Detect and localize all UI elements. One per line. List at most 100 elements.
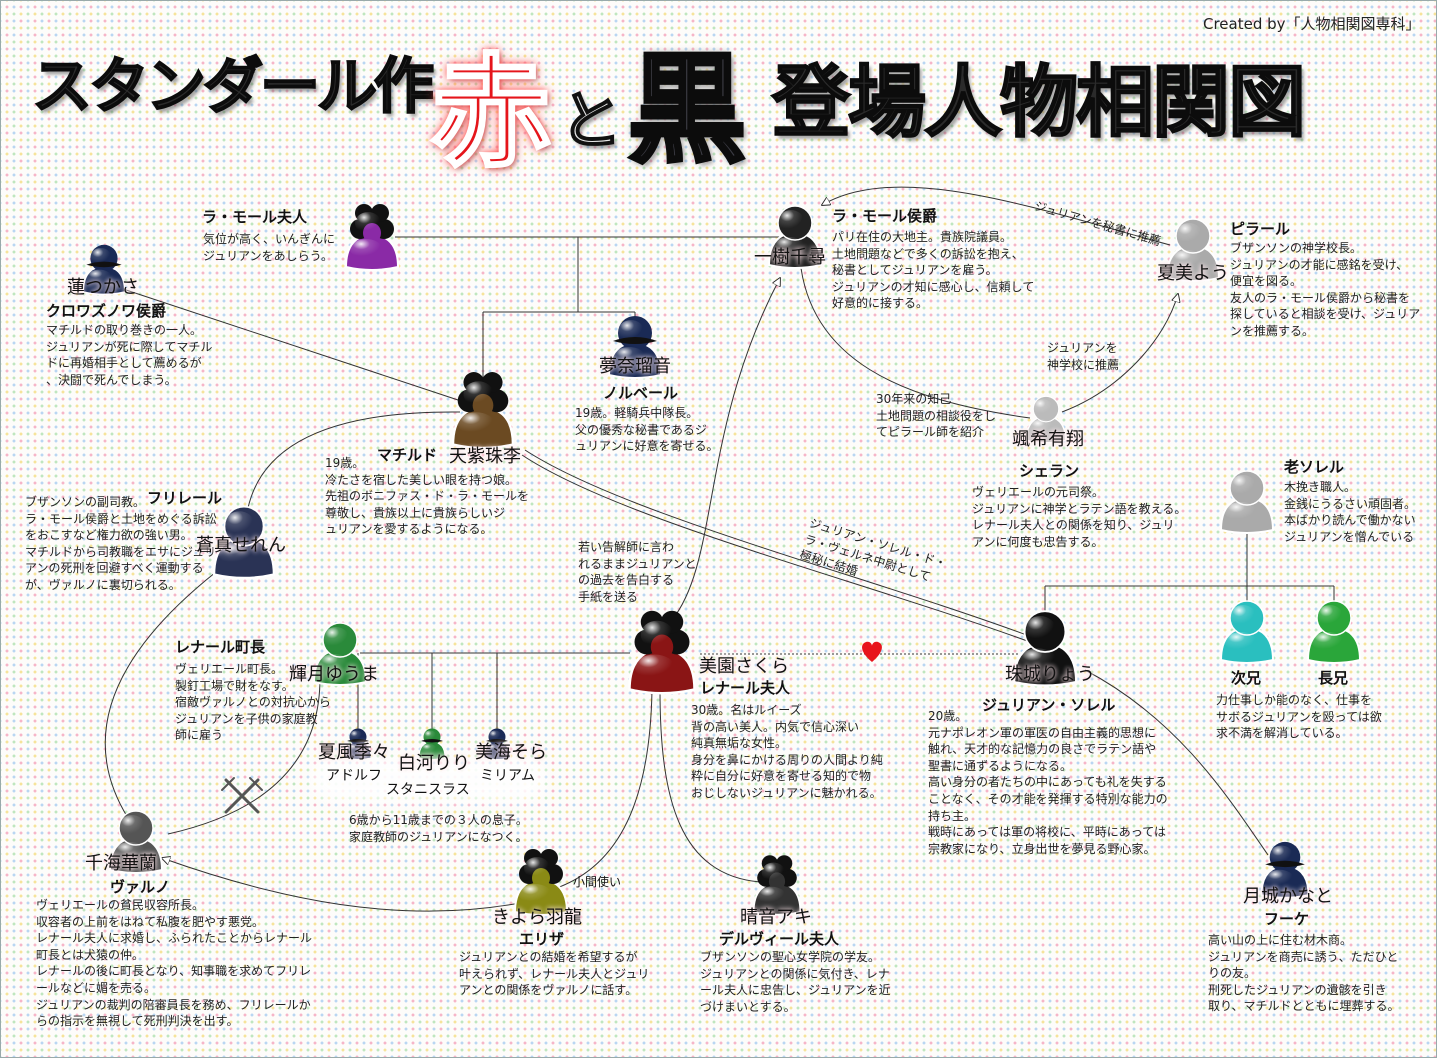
text-line: 戦時にあっては軍の将校に、平時にあっては	[928, 825, 1166, 840]
text-line: 粋に自分に好意を寄せる知的で物	[691, 769, 872, 784]
icon-lamole-fujin	[344, 204, 400, 271]
icon-norbert	[607, 316, 663, 379]
icon-sorel-pere	[1219, 470, 1275, 534]
cast-valenod: 千海華蘭	[85, 853, 157, 874]
cast-julien: 珠城りょう	[1005, 664, 1095, 685]
icon-renal	[312, 622, 368, 686]
link-lamole-children	[482, 237, 636, 378]
desc-norbert: 19歳。軽騎兵中隊長。父の優秀な秘書であるジュリアンに好意を寄せる。	[575, 405, 719, 455]
link-frilair-valenod	[104, 571, 217, 819]
text-line: ジュリアンを子供の家庭教	[175, 711, 318, 726]
role-frilair: フリレール	[147, 489, 223, 507]
text-line: ラ・モール侯爵と土地をめぐる訴訟	[25, 511, 217, 526]
desc-frilair: ブザンソンの副司教。ラ・モール侯爵と土地をめぐる訴訟をおこすなど権力欲の強い男。…	[25, 494, 217, 594]
text-line: アンに何度も忠告する。	[972, 534, 1104, 549]
cast-lamole-koshaku: 一樹千尋	[754, 247, 826, 268]
cast-stanislas: 白河りり	[398, 753, 470, 774]
text-line: ジュリアンを憎んでいる	[1284, 529, 1415, 544]
desc-lamole-fujin: 気位が高く、いんぎんにジュリアンをあしらう。	[203, 231, 335, 264]
text-line: レナールの後に町長となり、知事職を求めてフリレ	[36, 964, 312, 979]
text-line: ュリアンに好意を寄せる。	[575, 439, 719, 454]
link-frilair-mathilde	[247, 411, 461, 509]
text-line: 木挽き職人。	[1284, 480, 1357, 494]
link-pirard-lamole	[822, 186, 1171, 246]
text-line: 、決闘で死んでしまう。	[46, 372, 177, 387]
icon-julien	[1012, 610, 1078, 687]
title-to: と	[559, 83, 623, 158]
link-madame-elisa	[529, 689, 653, 896]
link-croisenois-mathilde	[107, 283, 459, 401]
role-stanislas: スタニスラス	[386, 782, 470, 798]
text-line: アンとの関係をヴァルノに話す。	[459, 983, 638, 998]
icon-adolphe	[344, 728, 372, 760]
link-renal-valenod	[167, 677, 321, 835]
link-sorel-family	[1044, 527, 1335, 622]
text-line: の過去を告白する	[578, 573, 675, 588]
text-line: 聖書に通ずるようになる。	[928, 758, 1073, 773]
text-line: 先祖のボニファス・ド・ラ・モールを	[325, 489, 530, 504]
desc-sorel-pere: 木挽き職人。金銭にうるさい頑固者。本ばかり読んで働かないジュリアンを憎んでいる	[1284, 479, 1416, 545]
cast-elisa: きよら羽龍	[492, 907, 582, 928]
role-elisa: エリザ	[519, 930, 565, 948]
text-line: ジュリアンの裁判の陪審員長を務め、フリレールか	[36, 997, 311, 1012]
cast-chelan: 颯希有翔	[1012, 429, 1084, 450]
text-line: ジュリアンに神学とラテン語を教える。	[972, 501, 1187, 516]
text-line: が、ヴァルノに裏切られる。	[25, 577, 181, 592]
text-line: 高い山の上に住む材木商。	[1208, 933, 1353, 947]
text-line: 家庭教師のジュリアンになつく。	[349, 829, 528, 844]
text-line: 背の高い美人。内気で信心深い	[691, 719, 860, 734]
link-elisa-valenod	[162, 858, 521, 912]
icon-brother-eldest	[1306, 600, 1362, 664]
text-line: 持ち主。	[928, 808, 977, 823]
text-line: 6歳から11歳までの３人の息子。	[349, 813, 528, 827]
icon-mathilde	[451, 372, 515, 450]
role-madame-renal: レナール夫人	[700, 679, 791, 697]
text-line: 元ナポレオン軍の軍医の自由主義的思想に	[928, 725, 1157, 740]
role-lamole-koshaku: ラ・モール侯爵	[832, 207, 938, 225]
text-line: ヴェリエールの貧民収容所長。	[36, 898, 205, 912]
desc-valenod: ヴェリエールの貧民収容所長。収容者の上前をはねて私腹を肥やす悪党。レナール夫人に…	[36, 897, 312, 1030]
text-line: 探していると相談を受け、ジュリア	[1230, 307, 1421, 322]
text-line: 土地問題などで多くの訴訟を抱え、	[832, 246, 1024, 261]
text-line: おじしないジュリアンに魅かれる。	[691, 785, 882, 800]
text-line: レナール夫人との関係を知り、ジュリ	[972, 518, 1175, 533]
text-line: マチルドから司教職をエサにジュリ	[25, 544, 217, 559]
text-line: 製釘工場で財をなす。	[175, 678, 294, 693]
icon-stanislas	[418, 728, 446, 760]
text-line: ジュリアンをあしらう。	[203, 248, 333, 263]
text-line: 高い身分の者たちの中にあっても礼を失する	[928, 775, 1167, 790]
label-elisa-maid: 小間使い	[573, 875, 622, 889]
role-mathilde: マチルド	[377, 446, 438, 464]
text-line: ジュリアンの才能に感銘を受け、	[1230, 257, 1409, 272]
text-line: 好意的に接する。	[832, 296, 929, 311]
credit-text: Created by「人物相関図専科」	[1203, 15, 1421, 33]
text-line: 手紙を送る	[578, 589, 639, 604]
text-line: 土地問題の相談役をし	[876, 408, 997, 423]
text-line: 神学校に推薦	[1047, 357, 1120, 372]
role-norbert: ノルベール	[603, 384, 679, 402]
text-line: ドに再婚相手として薦めるが	[46, 356, 202, 371]
text-line: 父の優秀な秘書であるジ	[575, 422, 707, 437]
icon-elisa	[513, 849, 569, 916]
role-derville: デルヴィール夫人	[719, 930, 840, 948]
label-chelan-pirard: ジュリアンを神学校に推薦	[1047, 340, 1119, 373]
label-madame-lamole: 若い告解師に言われるままジュリアンとの過去を告白する手紙を送る	[578, 539, 697, 605]
text-line: ヴェリエール町長。	[175, 662, 284, 676]
cast-derville: 晴音アキ	[740, 907, 812, 928]
icon-chelan	[1025, 395, 1067, 444]
desc-lamole-koshaku: パリ在住の大地主。貴族院議員。土地問題などで多くの訴訟を抱え、秘書としてジュリア…	[832, 229, 1034, 312]
desc-children: 6歳から11歳までの３人の息子。家庭教師のジュリアンになつく。	[349, 812, 528, 845]
text-line: 気位が高く、いんぎんに	[203, 232, 336, 246]
role-adolphe: アドルフ	[326, 768, 382, 784]
text-line: 求不満を解消している。	[1216, 726, 1348, 741]
cast-miriam: 美海そら	[475, 742, 547, 763]
text-line: らの指示を無視して死刑判決を出す。	[36, 1014, 239, 1029]
text-line: づけまいとする。	[700, 999, 796, 1014]
icon-miriam	[483, 728, 511, 760]
link-madame-derville	[659, 689, 761, 883]
icon-valenod	[108, 810, 164, 874]
text-line: 19歳。	[325, 456, 365, 470]
text-line: 宗教家になり、立身出世を夢見る野心家。	[928, 841, 1156, 856]
role-renal: レナール町長	[175, 638, 266, 656]
text-line: ジュリアンとの関係に気付き、レナ	[700, 966, 890, 981]
